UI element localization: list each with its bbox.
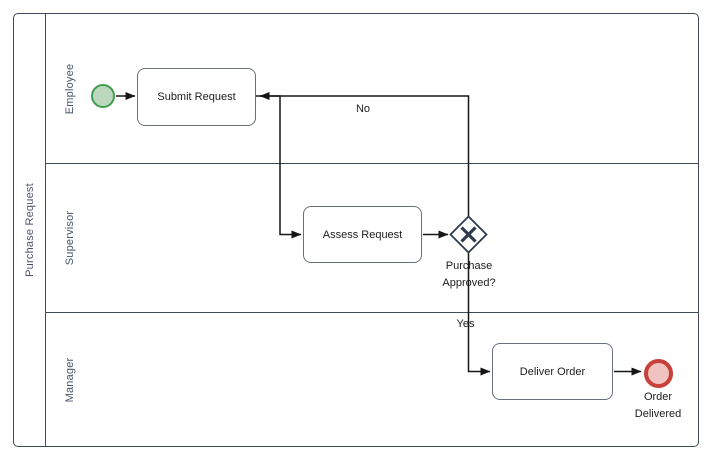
lane-employee[interactable]: Employee — [46, 14, 698, 164]
task-assess-request[interactable]: Assess Request — [303, 206, 422, 263]
end-event[interactable] — [644, 359, 673, 388]
lanes-region: Employee Supervisor Manager — [46, 14, 698, 446]
lane-supervisor[interactable]: Supervisor — [46, 164, 698, 313]
pool-label-column[interactable]: Purchase Request — [14, 14, 46, 446]
gateway-x-icon — [460, 226, 477, 243]
flow-no-gateway-to-submit[interactable] — [259, 92, 470, 216]
task-deliver-order-label: Deliver Order — [519, 365, 586, 378]
task-deliver-order[interactable]: Deliver Order — [492, 343, 613, 400]
pool-purchase-request[interactable]: Purchase Request Employee Supervisor Man… — [13, 13, 699, 447]
flow-submit-to-assess[interactable] — [256, 95, 302, 239]
gateway-label: Purchase Approved? — [442, 260, 496, 289]
flow-label-yes: Yes — [456, 318, 475, 330]
exclusive-gateway[interactable] — [449, 215, 488, 254]
end-event-label: Order Delivered — [634, 391, 682, 420]
start-event[interactable] — [91, 84, 115, 108]
flow-yes-gateway-to-deliver[interactable] — [467, 253, 491, 376]
task-assess-request-label: Assess Request — [322, 228, 403, 241]
task-submit-request[interactable]: Submit Request — [137, 68, 256, 126]
task-submit-request-label: Submit Request — [157, 91, 236, 103]
flow-label-no: No — [355, 103, 371, 115]
